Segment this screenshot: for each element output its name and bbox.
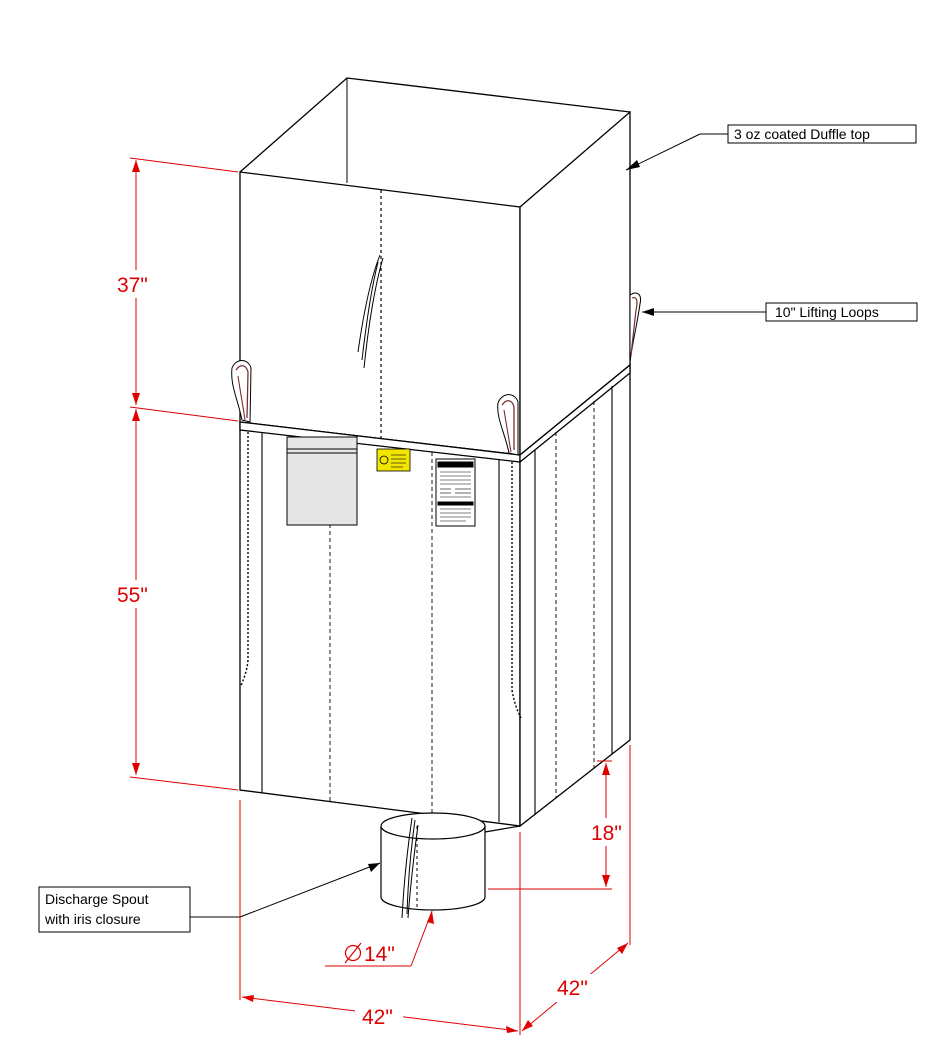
dimension-body-height: 55" (117, 584, 148, 607)
dimension-top-height: 37" (117, 274, 148, 297)
callout-lifting-loops: 10" Lifting Loops (642, 302, 918, 322)
lifting-loop-front-left (231, 360, 252, 423)
discharge-spout (380, 812, 521, 911)
specification-label (435, 458, 476, 527)
callout-duffle-top: 3 oz coated Duffle top (625, 124, 917, 171)
dimension-spout-diameter: 14" (364, 943, 395, 966)
dimension-arrowheads (132, 160, 628, 1033)
lifting-loop-back-right (629, 292, 641, 363)
warning-label (376, 448, 411, 472)
callout-duffle-top-label: 3 oz coated Duffle top (734, 126, 870, 142)
diameter-icon (344, 942, 362, 964)
dimension-spout-height: 18" (591, 822, 622, 845)
spout-tie-strings (401, 817, 419, 919)
callout-spout-line1: Discharge Spout (45, 891, 149, 907)
callout-spout-line2: with iris closure (44, 911, 141, 927)
callout-discharge-spout: Discharge Spout with iris closure (38, 862, 381, 933)
callout-lifting-loops-label: 10" Lifting Loops (775, 304, 879, 320)
dimension-labels: 37" 55" 18" 42" 42" 14" (110, 270, 628, 1032)
dimension-width-side: 42" (557, 977, 588, 1000)
dimension-width-front: 42" (362, 1006, 393, 1029)
lifting-loop-front-right (497, 394, 519, 456)
duffle-tie-strings (357, 254, 384, 369)
document-pouch (286, 436, 358, 526)
bag-body (239, 363, 631, 828)
duffle-top (239, 77, 631, 457)
